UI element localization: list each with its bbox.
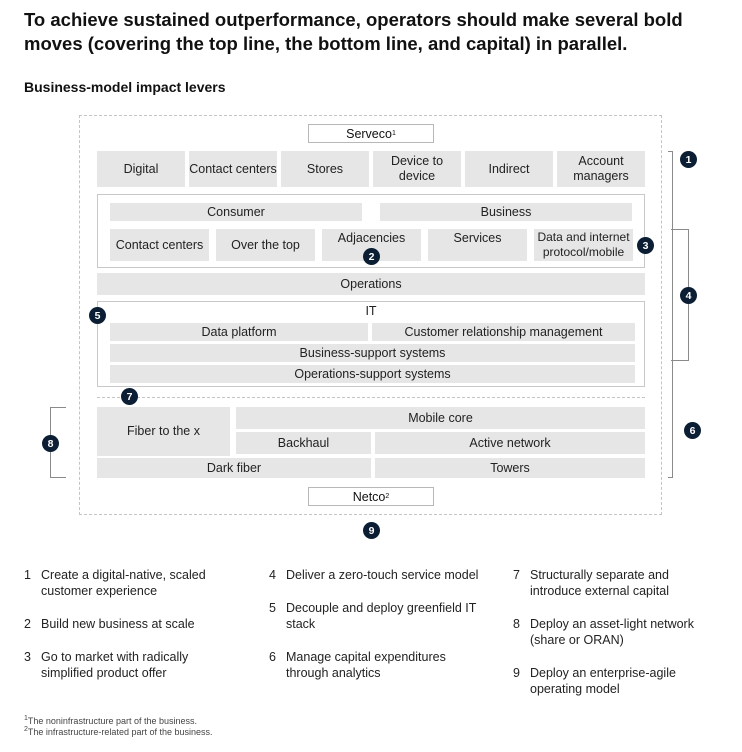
legend-text: Manage capital expenditures through anal… xyxy=(286,650,446,680)
badge-5: 5 xyxy=(89,307,106,324)
diagram-subtitle: Business-model impact levers xyxy=(24,79,226,95)
legend-column-1: 1 Create a digital-native, scaled custome… xyxy=(24,567,254,681)
channel-contact-centers: Contact centers xyxy=(189,151,277,187)
badge-3: 3 xyxy=(637,237,654,254)
page-title: To achieve sustained outperformance, ope… xyxy=(24,9,683,54)
legend-item: 9 Deploy an enterprise-agile operating mo… xyxy=(513,665,728,697)
badge-9: 9 xyxy=(363,522,380,539)
legend-text: Go to market with radically simplified p… xyxy=(41,650,189,680)
it-bss: Business-support systems xyxy=(110,344,635,362)
badge-6: 6 xyxy=(684,422,701,439)
segment-consumer: Consumer xyxy=(110,203,362,221)
legend-item: 6 Manage capital expenditures through ana… xyxy=(269,649,499,681)
serveco-text: Serveco xyxy=(346,126,392,141)
legend-item: 1 Create a digital-native, scaled custome… xyxy=(24,567,254,599)
channel-account-managers: Account managers xyxy=(557,151,645,187)
legend-text: Build new business at scale xyxy=(41,617,195,631)
legend-number: 5 xyxy=(269,601,276,615)
it-group xyxy=(97,301,645,387)
network-towers: Towers xyxy=(375,458,645,478)
network-active-network: Active network xyxy=(375,432,645,454)
netco-text: Netco xyxy=(352,489,386,504)
network-mobile-core: Mobile core xyxy=(236,407,645,429)
netco-footnote-ref: 2 xyxy=(385,493,390,500)
badge-2: 2 xyxy=(363,248,380,265)
legend-text: Structurally separate and introduce exte… xyxy=(530,568,669,598)
offer-services: Services xyxy=(428,229,527,261)
legend-number: 2 xyxy=(24,617,31,631)
it-oss: Operations-support systems xyxy=(110,365,635,383)
it-label: IT xyxy=(365,304,377,318)
footnote-1: 1The noninfrastructure part of the busin… xyxy=(24,713,197,727)
it-crm: Customer relationship management xyxy=(372,323,635,341)
badge-4: 4 xyxy=(680,287,697,304)
legend-text: Deploy an asset-light network (share or … xyxy=(530,617,694,647)
legend-number: 3 xyxy=(24,650,31,664)
serveco-footnote-ref: 1 xyxy=(391,130,396,137)
offers-group xyxy=(97,194,645,268)
legend-number: 9 xyxy=(513,666,520,680)
it-data-platform: Data platform xyxy=(110,323,368,341)
legend-number: 7 xyxy=(513,568,520,582)
legend-number: 8 xyxy=(513,617,520,631)
legend-item: 2 Build new business at scale xyxy=(24,616,254,632)
legend-text: Create a digital-native, scaled customer… xyxy=(41,568,206,598)
diagram-frame xyxy=(79,115,662,515)
legend-text: Deliver a zero-touch service model xyxy=(286,568,479,582)
legend-number: 4 xyxy=(269,568,276,582)
channel-stores: Stores xyxy=(281,151,369,187)
legend-number: 1 xyxy=(24,568,31,582)
footnote-2: 2The infrastructure-related part of the … xyxy=(24,724,213,738)
channel-indirect: Indirect xyxy=(465,151,553,187)
bracket-1-6 xyxy=(668,151,673,478)
channel-digital: Digital xyxy=(97,151,185,187)
legend-item: 8 Deploy an asset-light network (share or… xyxy=(513,616,728,648)
operations-bar: Operations xyxy=(97,273,645,295)
footnote-1-text: The noninfrastructure part of the busine… xyxy=(27,716,197,726)
network-dark-fiber: Dark fiber xyxy=(97,458,371,478)
legend-text: Deploy an enterprise-agile operating mod… xyxy=(530,666,676,696)
footnote-1-marker: 1 xyxy=(24,715,28,722)
badge-8: 8 xyxy=(42,435,59,452)
legend-column-3: 7 Structurally separate and introduce ext… xyxy=(513,567,728,697)
legend-item: 5 Decouple and deploy greenfield IT stack xyxy=(269,600,499,632)
legend-number: 6 xyxy=(269,650,276,664)
legend-text: Decouple and deploy greenfield IT stack xyxy=(286,601,477,631)
offer-over-the-top: Over the top xyxy=(216,229,315,261)
badge-1: 1 xyxy=(680,151,697,168)
footnote-2-text: The infrastructure-related part of the b… xyxy=(27,727,213,737)
legend-column-2: 4 Deliver a zero-touch service model 5 Dec… xyxy=(269,567,499,681)
legend-item: 3 Go to market with radically simplified … xyxy=(24,649,254,681)
offer-contact-centers: Contact centers xyxy=(110,229,209,261)
network-fiber-to-the-x: Fiber to the x xyxy=(97,407,230,456)
legend-item: 7 Structurally separate and introduce ext… xyxy=(513,567,728,599)
footnote-2-marker: 2 xyxy=(24,726,28,733)
separation-line xyxy=(97,397,645,398)
offer-data-ip-mobile: Data and internet protocol/mobile xyxy=(534,229,633,261)
segment-business: Business xyxy=(380,203,632,221)
network-backhaul: Backhaul xyxy=(236,432,371,454)
badge-7: 7 xyxy=(121,388,138,405)
legend-item: 4 Deliver a zero-touch service model xyxy=(269,567,499,583)
channel-device-to-device: Device to device xyxy=(373,151,461,187)
